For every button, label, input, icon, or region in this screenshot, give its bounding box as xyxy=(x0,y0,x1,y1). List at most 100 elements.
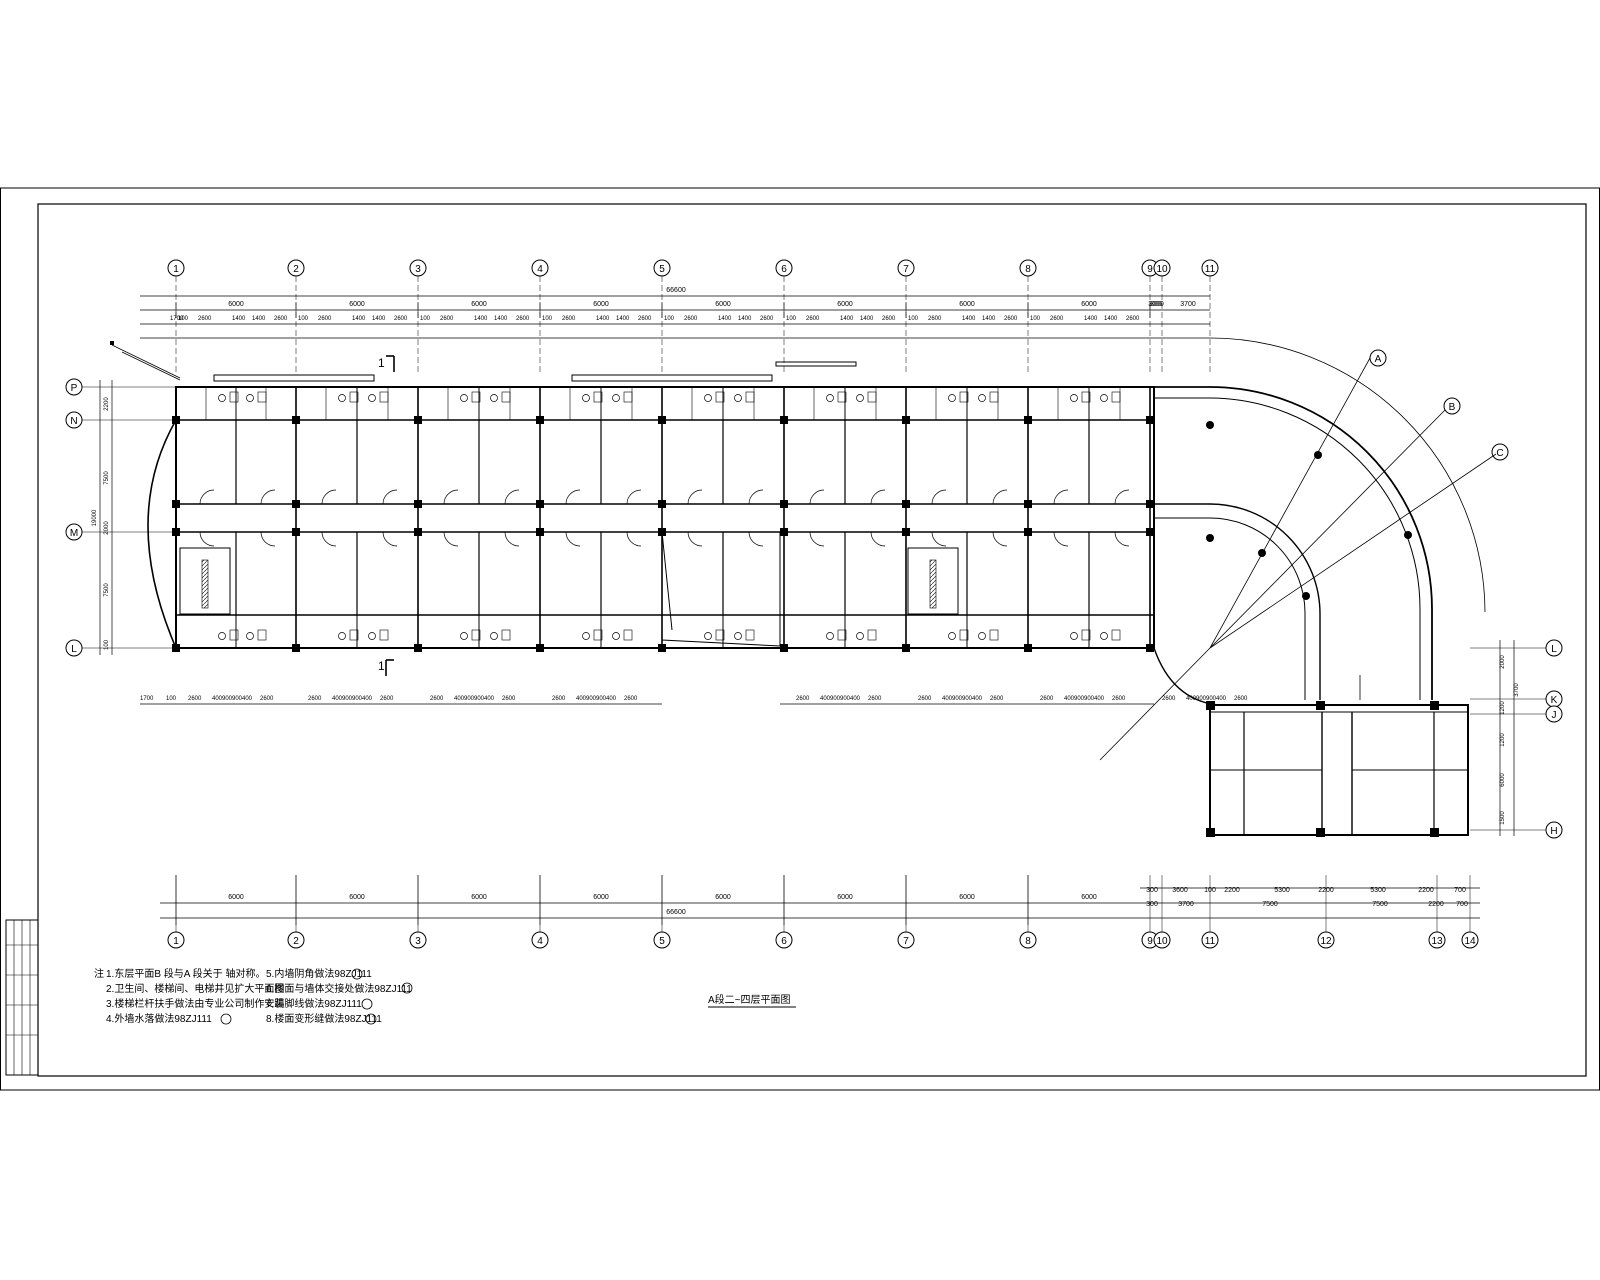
door-swing xyxy=(748,489,764,505)
axis-right-H: H xyxy=(1545,821,1563,839)
roof-canopy-1 xyxy=(213,374,375,382)
axis-top-3-label: 3 xyxy=(415,264,421,275)
dim-top-detail-6-4: 1400 xyxy=(840,316,854,322)
dim-under-7-7: 400 xyxy=(1094,696,1105,702)
dim-top-detail-1-4: 1400 xyxy=(232,316,246,322)
axis-bottom-2: 2 xyxy=(287,931,305,949)
column xyxy=(292,644,300,652)
dim-bottom-total: 66600 xyxy=(666,909,686,916)
dim-bottom-wing-lower-2: 3700 xyxy=(1178,901,1194,908)
door-swing xyxy=(504,531,520,547)
dim-top-detail-1-3: 2600 xyxy=(198,316,212,322)
door-swing xyxy=(748,531,764,547)
dim-top-detail-4-4: 1400 xyxy=(596,316,610,322)
axis-left-L-label: L xyxy=(71,644,77,655)
stair-east xyxy=(907,547,959,615)
door-swing xyxy=(260,531,276,547)
dim-under-2-7: 400 xyxy=(362,696,373,702)
column xyxy=(292,528,300,536)
dim-under-5-5: 900 xyxy=(830,696,841,702)
dim-under-5-6: 900 xyxy=(840,696,851,702)
axis-top-4: 4 xyxy=(531,259,549,277)
toilet-fixture xyxy=(826,632,834,640)
south-annex xyxy=(1206,675,1469,837)
axis-top-7: 7 xyxy=(897,259,915,277)
toilet-fixture xyxy=(582,632,590,640)
toilet-fixture xyxy=(246,632,254,640)
axis-arc-C-label: C xyxy=(1496,448,1503,459)
dim-top-bay-3: 6000 xyxy=(471,301,487,308)
building-plan xyxy=(147,361,1155,652)
dim-bottom-wing-lower-5: 2200 xyxy=(1428,901,1444,908)
dim-top-detail-5-5: 1400 xyxy=(738,316,752,322)
toilet-fixture xyxy=(338,632,346,640)
axis-bottom-13: 13 xyxy=(1428,931,1446,949)
note-6: 6.楼面与墙体交接处做法98ZJ111 xyxy=(266,982,412,995)
dim-top-detail-3-2: 100 xyxy=(420,316,431,322)
dim-under-8-7: 400 xyxy=(1216,696,1227,702)
dim-under-6-5: 900 xyxy=(952,696,963,702)
dim-under-2-4: 400 xyxy=(332,696,343,702)
dim-top-bay-9: 3000 xyxy=(1148,301,1164,308)
dim-left-1: 2200 xyxy=(104,397,110,411)
dim-top-detail-5-3: 2600 xyxy=(684,316,698,322)
dim-under-3-8: 2600 xyxy=(502,696,516,702)
axis-left-M-label: M xyxy=(70,528,78,539)
column xyxy=(1024,500,1032,508)
dim-top-detail-4-2: 100 xyxy=(542,316,553,322)
door-swing xyxy=(931,489,947,505)
axis-right-L: L xyxy=(1545,639,1563,657)
dim-under-1-5: 900 xyxy=(222,696,233,702)
axis-right-K-label: K xyxy=(1551,695,1558,706)
dim-top-detail-3-5: 1400 xyxy=(494,316,508,322)
toilet-fixture xyxy=(338,394,346,402)
dim-right-4: 1200 xyxy=(1500,733,1506,747)
dim-top-bay-6: 6000 xyxy=(837,301,853,308)
toilet-fixture xyxy=(948,394,956,402)
dim-top-bay-7: 6000 xyxy=(959,301,975,308)
column xyxy=(414,644,422,652)
axis-bottom-4: 4 xyxy=(531,931,549,949)
dim-top-tail-b: 3700 xyxy=(1180,301,1196,308)
door-swing xyxy=(870,531,886,547)
toilet-fixture xyxy=(218,632,226,640)
axis-left-N-label: N xyxy=(70,416,77,427)
toilet-fixture xyxy=(704,632,712,640)
dim-top-detail-7-5: 1400 xyxy=(982,316,996,322)
dim-under-2-6: 900 xyxy=(352,696,363,702)
dim-top-detail-1-2: 100 xyxy=(178,316,189,322)
axis-bottom-8: 8 xyxy=(1019,931,1037,949)
axis-right-J-label: J xyxy=(1552,710,1557,721)
axis-bottom-10-label: 10 xyxy=(1156,936,1168,947)
dim-top-bay-4: 6000 xyxy=(593,301,609,308)
notes-prefix: 注 xyxy=(94,967,104,980)
dim-top-detail-1-6: 2600 xyxy=(274,316,288,322)
door-swing xyxy=(870,489,886,505)
dim-under-7-3: 2600 xyxy=(1040,696,1054,702)
axis-top-10-label: 10 xyxy=(1156,264,1168,275)
dim-under-6-4: 400 xyxy=(942,696,953,702)
note-7: 7.踢脚线做法98ZJ111 xyxy=(266,997,362,1010)
axis-arc-A-label: A xyxy=(1375,354,1382,365)
note-8: 8.楼面变形缝做法98ZJ111 xyxy=(266,1012,382,1025)
axis-arc-A: A xyxy=(1369,349,1387,367)
inner-border xyxy=(37,203,1587,1077)
toilet-fixture xyxy=(460,632,468,640)
column xyxy=(172,416,180,424)
axis-top-5-label: 5 xyxy=(659,264,665,275)
dim-top-detail-5-4: 1400 xyxy=(718,316,732,322)
dim-top-detail-2-6: 2600 xyxy=(394,316,408,322)
dim-under-5-8: 2600 xyxy=(868,696,882,702)
toilet-fixture xyxy=(826,394,834,402)
axis-top-1-label: 1 xyxy=(173,264,179,275)
toilet-fixture xyxy=(246,394,254,402)
dim-bottom-bay-2: 6000 xyxy=(349,894,365,901)
dim-bottom-bay-4: 6000 xyxy=(593,894,609,901)
column xyxy=(902,500,910,508)
axis-top-6-label: 6 xyxy=(781,264,787,275)
axis-top-11-label: 11 xyxy=(1205,264,1216,275)
axis-labels-curved-wing: ABC xyxy=(1369,349,1509,461)
